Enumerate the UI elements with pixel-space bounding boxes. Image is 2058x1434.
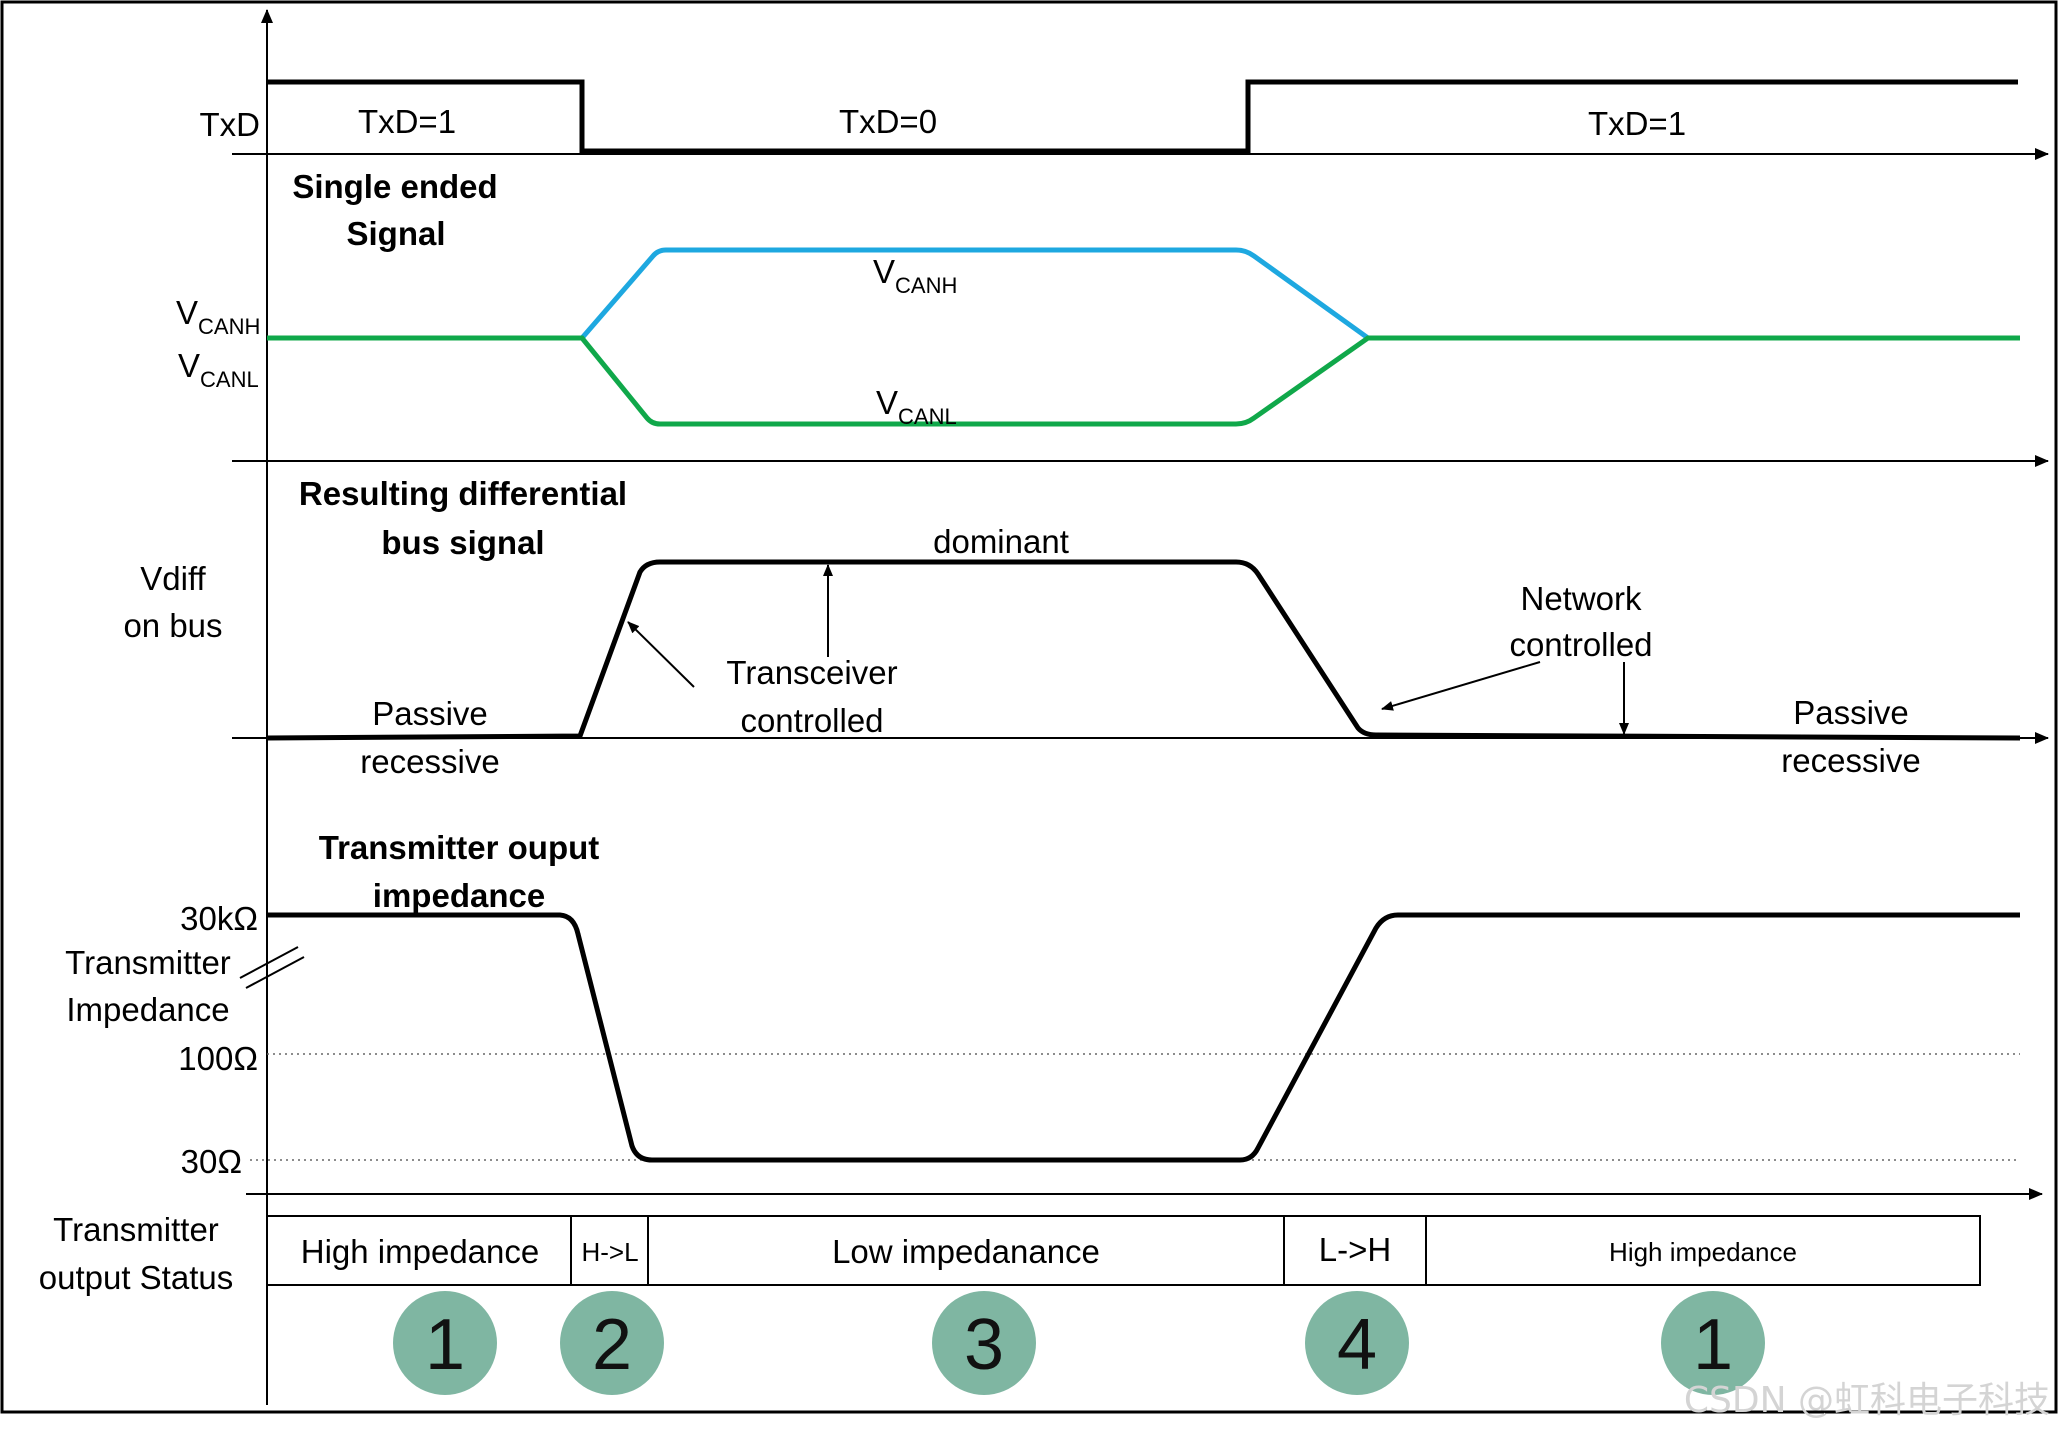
impedance-axis-label-2: Impedance (66, 991, 229, 1028)
single-ended-title-2: Signal (346, 215, 445, 252)
txd-axis-label: TxD (200, 106, 261, 143)
status-text-h-to-l: H->L (581, 1237, 638, 1267)
vdiff-axis-label-1: Vdiff (140, 560, 206, 597)
phase-number-1: 1 (425, 1305, 465, 1385)
network-arrow-slope (1381, 661, 1541, 711)
impedance-level-100: 100Ω (178, 1040, 258, 1077)
phase-circle-2 (560, 1291, 664, 1395)
status-axis-label-2: output Status (39, 1259, 233, 1296)
network-label-1: Network (1520, 580, 1642, 617)
axis-break-mark-1 (239, 946, 299, 979)
vcanh-axis-label: VCANH (176, 294, 260, 339)
phase-number-2: 2 (592, 1305, 632, 1385)
txd-seg3-label: TxD=1 (1588, 105, 1686, 142)
txd-seg2-label: TxD=0 (839, 103, 937, 140)
vcanl-curve (267, 335, 2020, 427)
impedance-level-30: 30Ω (181, 1143, 242, 1180)
phase-number-5: 1 (1693, 1305, 1733, 1385)
status-text-low: Low impedanance (832, 1233, 1100, 1270)
status-text-high-2: High impedance (1609, 1237, 1797, 1267)
watermark: CSDN @虹科电子科技 (1684, 1380, 2050, 1421)
impedance-title-1: Transmitter ouput (319, 829, 600, 866)
impedance-axis-label-1: Transmitter (65, 944, 231, 981)
vdiff-axis-label-2: on bus (123, 607, 222, 644)
passive-right-label-1: Passive (1793, 694, 1909, 731)
dominant-label: dominant (933, 523, 1069, 560)
vcanh-curve (580, 247, 1370, 341)
txd-seg1-label: TxD=1 (358, 103, 456, 140)
vcanl-axis-label: VCANL (178, 347, 259, 392)
impedance-curve (267, 912, 2020, 1163)
transceiver-arrow-slope (627, 621, 695, 688)
status-axis-label-1: Transmitter (53, 1211, 219, 1248)
axis-break-mark-2 (245, 956, 305, 989)
differential-title-2: bus signal (381, 524, 544, 561)
vcanl-curve-label: VCANL (876, 384, 957, 429)
passive-right-label-2: recessive (1781, 742, 1920, 779)
impedance-title-2: impedance (373, 877, 545, 914)
transceiver-label-1: Transceiver (726, 654, 897, 691)
status-text-high-1: High impedance (301, 1233, 539, 1270)
status-text-l-to-h: L->H (1319, 1231, 1391, 1268)
vdiff-curve (266, 559, 2021, 741)
status-box-high-2 (1425, 1215, 1981, 1286)
phase-circle-5 (1661, 1291, 1765, 1395)
phase-number-3: 3 (964, 1305, 1004, 1385)
impedance-level-30k: 30kΩ (180, 900, 258, 937)
phase-circle-3 (932, 1291, 1036, 1395)
txd-waveform (267, 79, 2018, 154)
differential-title-1: Resulting differential (299, 475, 627, 512)
phase-circle-4 (1305, 1291, 1409, 1395)
vcanh-curve-label: VCANH (873, 253, 957, 298)
transceiver-label-2: controlled (740, 702, 883, 739)
passive-left-label-2: recessive (360, 743, 499, 780)
single-ended-title-1: Single ended (292, 168, 497, 205)
network-label-2: controlled (1509, 626, 1652, 663)
phase-number-4: 4 (1337, 1305, 1377, 1385)
passive-left-label-1: Passive (372, 695, 488, 732)
phase-circle-1 (393, 1291, 497, 1395)
